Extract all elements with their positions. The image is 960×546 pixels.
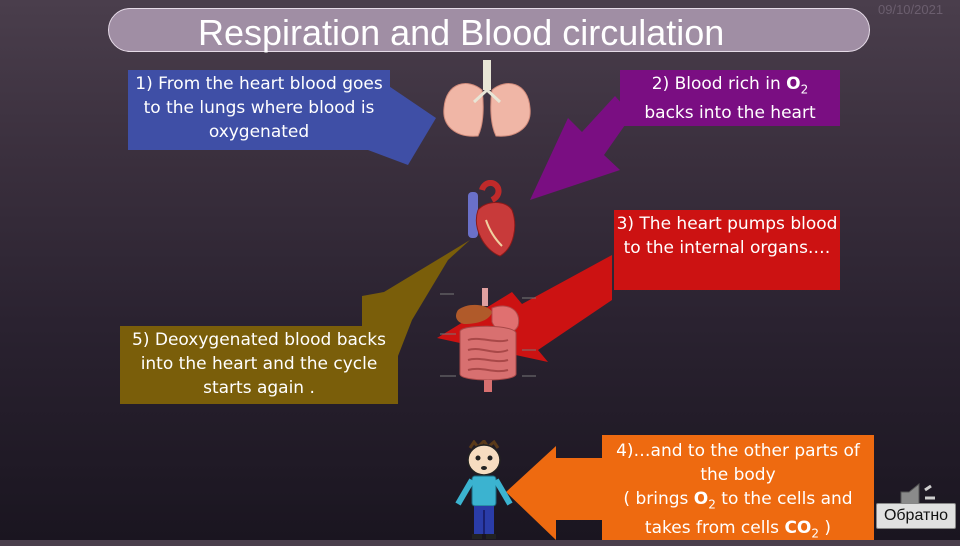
step-4-line2a: ( brings bbox=[623, 489, 694, 509]
step-4-line3a: takes from cells bbox=[644, 518, 785, 539]
step-5-box: 5) Deoxygenated blood backs into the hea… bbox=[120, 326, 398, 404]
lungs-icon bbox=[443, 60, 531, 137]
slide-date: 09/10/2021 bbox=[878, 2, 944, 17]
step-2-box: 2) Blood rich in O2 backs into the heart bbox=[620, 70, 840, 126]
step-2-chem: O bbox=[786, 74, 801, 94]
step-5-text: 5) Deoxygenated blood backs into the hea… bbox=[132, 330, 386, 398]
slide-title: Respiration and Blood circulation bbox=[198, 12, 725, 53]
step-4-chem1: O bbox=[693, 489, 709, 509]
arrow-to-heart bbox=[530, 96, 632, 200]
step-2-suffix: backs into the heart bbox=[644, 103, 816, 124]
back-button[interactable]: Обратно bbox=[876, 503, 956, 529]
step-1-text: 1) From the heart blood goes to the lung… bbox=[135, 74, 383, 142]
step-2-prefix: 2) Blood rich in bbox=[651, 74, 787, 94]
person-icon bbox=[455, 440, 513, 539]
step-4-line1: 4)…and to the other parts of the body bbox=[616, 441, 860, 485]
step-4-sub2: 2 bbox=[811, 526, 820, 541]
step-4-line3b: ) bbox=[819, 518, 832, 539]
title-bar bbox=[108, 8, 870, 52]
step-3-text: 3) The heart pumps blood to the internal… bbox=[616, 214, 838, 258]
arrow-to-person bbox=[506, 446, 604, 540]
digestive-organs-icon bbox=[440, 288, 536, 392]
heart-icon bbox=[468, 180, 516, 257]
step-2-sub: 2 bbox=[800, 82, 809, 97]
step-4-line2b: to the cells and bbox=[715, 489, 853, 509]
step-4-box: 4)…and to the other parts of the body ( … bbox=[602, 435, 874, 541]
step-3-box: 3) The heart pumps blood to the internal… bbox=[614, 210, 840, 290]
step-1-box: 1) From the heart blood goes to the lung… bbox=[128, 70, 390, 150]
step-4-sub1: 2 bbox=[708, 497, 716, 512]
step-4-chem2: CO bbox=[784, 518, 812, 539]
